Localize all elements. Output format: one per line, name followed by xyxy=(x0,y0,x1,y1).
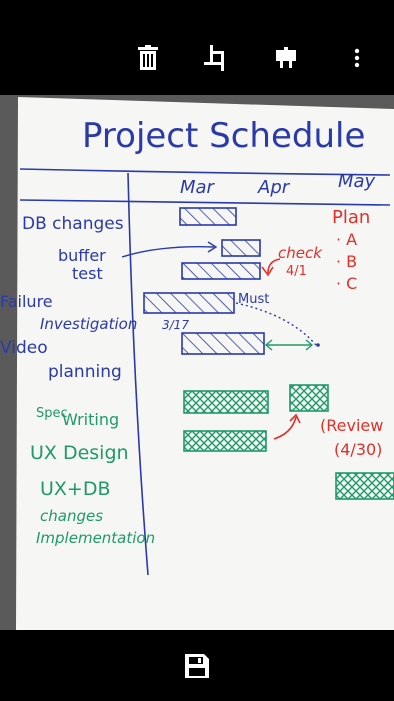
bar-test xyxy=(181,262,261,280)
task-spec: Spec xyxy=(36,406,68,421)
task-ux-design: UX Design xyxy=(30,442,129,464)
buffer-arrow xyxy=(121,246,215,258)
must-dotted xyxy=(235,302,317,346)
note-check: check xyxy=(278,244,323,262)
crop-button[interactable] xyxy=(197,38,237,78)
task-writing: Writing xyxy=(62,410,119,429)
task-investigation: Investigation xyxy=(40,315,137,333)
task-video: Video xyxy=(0,338,48,358)
month-may: May xyxy=(338,171,376,192)
note-check-date: 4/1 xyxy=(286,264,307,279)
month-mar: Mar xyxy=(180,177,216,198)
note-date-317: 3/17 xyxy=(162,318,189,332)
note-plan-b: · B xyxy=(336,252,357,271)
label-divider xyxy=(127,172,149,576)
note-review: (Review xyxy=(320,416,383,435)
save-button[interactable] xyxy=(177,648,217,688)
crop-icon xyxy=(204,45,230,71)
trash-icon xyxy=(137,45,159,71)
top-toolbar xyxy=(0,0,394,95)
more-options-button[interactable] xyxy=(337,38,377,78)
bar-uxdb xyxy=(335,472,394,500)
note-must: Must xyxy=(238,292,269,307)
check-arrow xyxy=(267,258,281,274)
whiteboard-photo[interactable]: Project Schedule Mar Apr May DB changes … xyxy=(0,95,394,630)
note-review-date: (4/30) xyxy=(334,440,382,459)
whiteboard-canvas: Project Schedule Mar Apr May DB changes … xyxy=(0,97,394,630)
bar-buffer xyxy=(221,239,261,257)
task-uxdb: UX+DB xyxy=(40,478,111,500)
note-plan-a: · A xyxy=(336,230,357,249)
whiteboard-mode-button[interactable] xyxy=(266,38,306,78)
task-test: test xyxy=(72,264,103,283)
bar-failure xyxy=(143,292,235,314)
header-line xyxy=(19,168,391,176)
bar-video xyxy=(181,332,265,355)
review-arrow xyxy=(273,416,297,440)
whiteboard-icon xyxy=(275,47,297,69)
bar-ux-design xyxy=(183,430,267,452)
bar-review xyxy=(289,384,329,412)
board-title: Project Schedule xyxy=(82,116,365,156)
task-changes: changes xyxy=(40,507,103,525)
bar-spec-writing xyxy=(183,390,269,414)
note-plan: Plan xyxy=(332,207,370,228)
note-plan-c: · C xyxy=(336,274,357,293)
task-buffer: buffer xyxy=(58,246,106,265)
more-vert-icon xyxy=(354,48,360,68)
task-failure: Failure xyxy=(0,292,53,311)
month-apr: Apr xyxy=(257,177,291,198)
whiteboard-surface xyxy=(16,97,394,630)
task-db-changes: DB changes xyxy=(22,214,124,234)
bottom-toolbar xyxy=(0,630,394,701)
task-planning: planning xyxy=(48,362,122,382)
delete-button[interactable] xyxy=(128,38,168,78)
month-line xyxy=(19,199,391,206)
bar-db-changes xyxy=(179,207,237,226)
task-implementation: Implementation xyxy=(36,529,155,547)
save-icon xyxy=(184,653,210,683)
